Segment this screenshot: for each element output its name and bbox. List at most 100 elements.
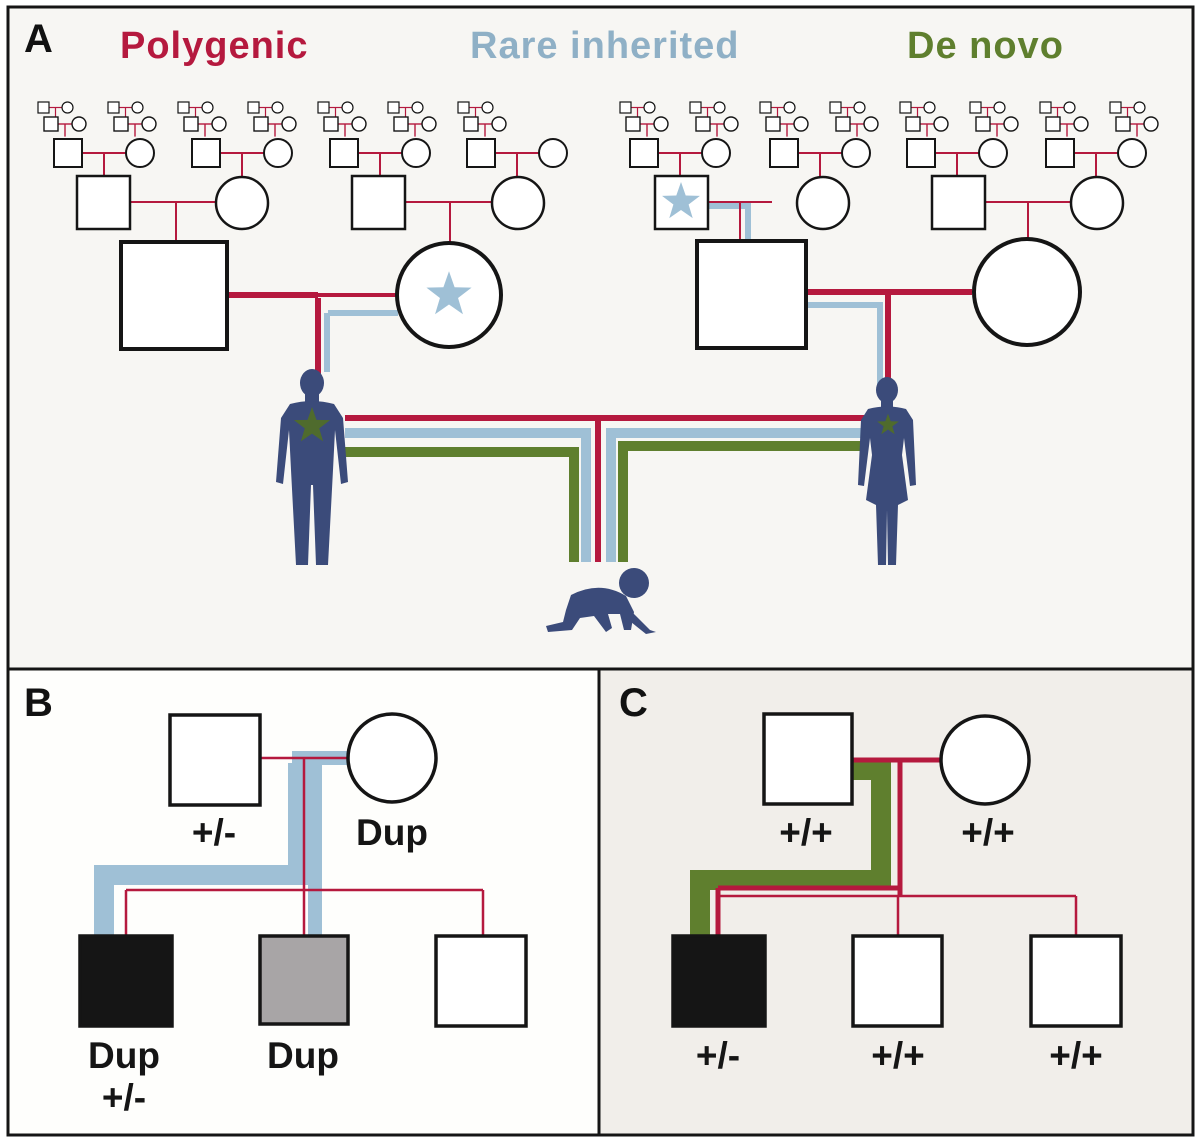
ancestor-square xyxy=(969,101,982,114)
grandparent-circle xyxy=(214,175,270,231)
tiny-couple xyxy=(177,101,214,118)
great-great-grandparents-row xyxy=(37,101,1159,137)
ancestor-square xyxy=(1115,116,1131,132)
ancestor-circle xyxy=(841,138,871,168)
ancestor-circle xyxy=(713,101,726,114)
tiny-couple xyxy=(317,101,354,118)
tiny-child-couple xyxy=(765,116,809,137)
ancestor-circle xyxy=(1003,116,1019,132)
ancestor-circle xyxy=(863,116,879,132)
legend-polygenic: Polygenic xyxy=(120,25,309,67)
ancestor-square xyxy=(457,101,470,114)
ancestor-square xyxy=(177,101,190,114)
maternal-grandmother-circle xyxy=(972,237,1082,347)
tiny-couple xyxy=(759,101,796,118)
ancestor-circle xyxy=(131,101,144,114)
tiny-child-couple xyxy=(393,116,437,137)
ancestor-circle xyxy=(481,101,494,114)
tiny-couple xyxy=(689,101,726,118)
tiny-child-couple xyxy=(463,116,507,137)
ancestor-square xyxy=(829,101,842,114)
ancestor-square xyxy=(466,138,496,168)
son1-genotype: +/- xyxy=(696,1035,740,1076)
ancestor-square xyxy=(769,138,799,168)
father-figure xyxy=(276,369,348,565)
small-couple xyxy=(466,138,568,179)
son1-genotype-line1: Dup xyxy=(88,1035,160,1076)
tiny-couple xyxy=(969,101,1006,118)
ancestor-square xyxy=(906,138,936,168)
grandparent-square xyxy=(930,174,987,231)
ancestor-square xyxy=(629,138,659,168)
ancestor-circle xyxy=(281,116,297,132)
great-grandparents-row xyxy=(53,138,1147,179)
ancestor-circle xyxy=(853,101,866,114)
tiny-couple xyxy=(899,101,936,118)
grandparent-circle xyxy=(795,175,851,231)
ancestor-square xyxy=(329,138,359,168)
paternal-grandfather-square xyxy=(119,240,229,351)
ancestor-circle xyxy=(1117,138,1147,168)
tiny-child-couple xyxy=(625,116,669,137)
ancestor-circle xyxy=(1063,101,1076,114)
unaffected-son-square xyxy=(1029,934,1123,1028)
tiny-couple xyxy=(619,101,656,118)
panel-a-letter: A xyxy=(24,17,53,61)
ancestor-square xyxy=(619,101,632,114)
ancestor-square xyxy=(37,101,50,114)
mother-genotype: Dup xyxy=(356,812,428,853)
ancestor-circle xyxy=(783,101,796,114)
panel-c: C +/+ +/+ +/- +/+ +/+ xyxy=(597,667,1195,1137)
father-square xyxy=(762,712,854,806)
small-couple xyxy=(329,138,431,179)
ancestor-circle xyxy=(71,116,87,132)
ancestor-circle xyxy=(1143,116,1159,132)
parents-generation xyxy=(119,237,1082,385)
tiny-child-couple xyxy=(183,116,227,137)
mother-figure xyxy=(858,377,916,565)
partially-affected-son-square xyxy=(258,934,350,1026)
tiny-couple xyxy=(457,101,494,118)
panel-a: A Polygenic Rare inherited De novo xyxy=(6,5,1195,671)
ancestor-square xyxy=(183,116,199,132)
grandparent-circle xyxy=(490,175,546,231)
son2-genotype: +/+ xyxy=(871,1035,925,1076)
ancestor-circle xyxy=(201,101,214,114)
ancestor-circle xyxy=(491,116,507,132)
mother-circle xyxy=(939,714,1031,806)
grandparent-square xyxy=(75,174,132,231)
ancestor-square xyxy=(975,116,991,132)
ancestor-square xyxy=(1109,101,1122,114)
ancestor-square xyxy=(191,138,221,168)
small-couple xyxy=(191,138,293,179)
tiny-child-couple xyxy=(905,116,949,137)
small-couple xyxy=(769,138,871,179)
unaffected-son-square xyxy=(851,934,944,1028)
ancestor-circle xyxy=(411,101,424,114)
ancestor-square xyxy=(1045,138,1075,168)
affected-son-square xyxy=(671,934,767,1028)
son3-genotype: +/+ xyxy=(1049,1035,1103,1076)
ancestor-circle xyxy=(341,101,354,114)
tiny-child-couple xyxy=(975,116,1019,137)
ancestor-square xyxy=(247,101,260,114)
son1-genotype-line2: +/- xyxy=(102,1077,146,1118)
tiny-couple xyxy=(1039,101,1076,118)
ancestor-square xyxy=(695,116,711,132)
ancestor-circle xyxy=(538,138,568,168)
ancestor-circle xyxy=(125,138,155,168)
ancestor-circle xyxy=(211,116,227,132)
ancestor-square xyxy=(107,101,120,114)
grandparent-square xyxy=(350,174,407,231)
tiny-child-couple xyxy=(1115,116,1159,137)
ancestor-square xyxy=(53,138,83,168)
mother-circle xyxy=(346,712,438,804)
ancestor-square xyxy=(905,116,921,132)
ancestor-circle xyxy=(1133,101,1146,114)
ancestor-circle xyxy=(933,116,949,132)
inheritance-paths xyxy=(345,415,866,562)
tiny-couple xyxy=(247,101,284,118)
affected-son-square xyxy=(78,934,174,1028)
tiny-child-couple xyxy=(323,116,367,137)
ancestor-square xyxy=(113,116,129,132)
